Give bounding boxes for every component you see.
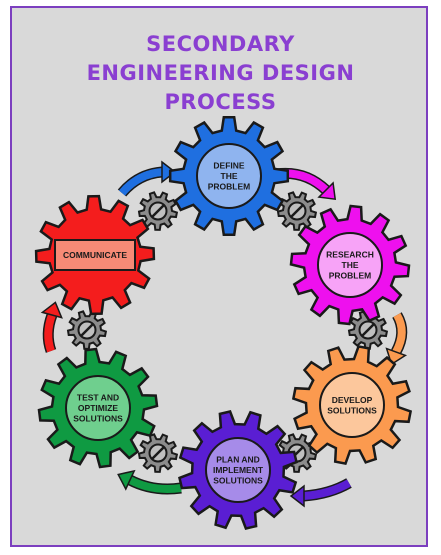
cycle-arrow	[44, 313, 56, 353]
arrow-head-icon	[40, 301, 63, 319]
step-gear-communicate: COMMUNICATE	[34, 194, 156, 316]
cycle-arrow	[392, 312, 406, 354]
arrow-head-icon	[117, 469, 136, 491]
step-label-line: OPTIMIZE	[78, 403, 118, 413]
connector-gear-icon	[137, 191, 179, 231]
arrow-head-icon	[317, 181, 337, 201]
connector-gear-icon	[347, 310, 389, 350]
step-label-disc	[317, 232, 383, 298]
cycle-arrow	[118, 168, 163, 196]
step-label-line: SOLUTIONS	[327, 405, 377, 415]
step-label-line: THE	[221, 171, 238, 181]
step-label-line: SOLUTIONS	[73, 414, 123, 424]
title-line-3: PROCESS	[164, 90, 277, 114]
step-label-line: RESEARCH	[326, 250, 374, 260]
step-label-line: DEFINE	[213, 161, 245, 171]
step-label-line: THE	[342, 260, 359, 270]
step-label-line: PLAN AND	[216, 455, 260, 465]
cycle-arrow	[303, 479, 352, 500]
step-label-line: PROBLEM	[329, 271, 372, 281]
diagram-title: SECONDARY ENGINEERING DESIGN PROCESS	[0, 30, 441, 117]
title-line-1: SECONDARY	[146, 32, 295, 56]
arrow-head-icon	[161, 160, 177, 184]
step-label-disc	[319, 372, 385, 438]
step-label-line: COMMUNICATE	[63, 250, 127, 260]
step-label-line: PROBLEM	[208, 182, 251, 192]
step-label-line: IMPLEMENT	[213, 465, 264, 475]
title-line-2: ENGINEERING DESIGN	[86, 61, 355, 85]
connector-gear-icon	[276, 191, 318, 231]
step-label-box	[54, 239, 136, 271]
connector-gear-icon	[66, 310, 108, 350]
step-label-line: DEVELOP	[332, 395, 373, 405]
step-label-disc	[196, 143, 262, 209]
step-label-disc	[65, 375, 131, 441]
arrow-head-icon	[289, 484, 305, 508]
step-label-line: SOLUTIONS	[213, 476, 263, 486]
step-label-disc	[205, 437, 271, 503]
step-label-line: TEST AND	[77, 393, 119, 403]
connector-gear-icon	[137, 433, 179, 473]
cycle-arrow	[128, 476, 182, 493]
